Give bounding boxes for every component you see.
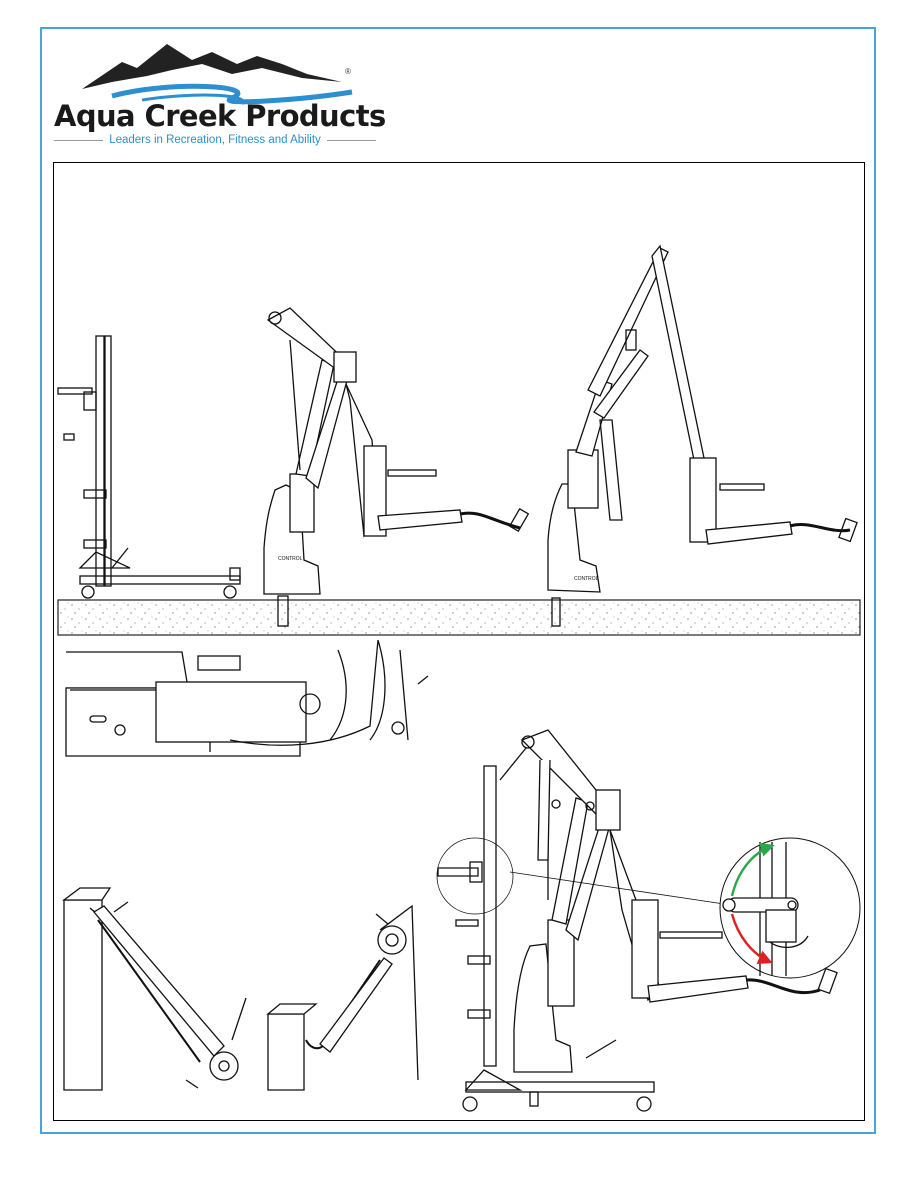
rotation-arrow-green-icon — [730, 842, 775, 897]
detail-base-insert — [65, 639, 429, 757]
registered-mark: ® — [345, 67, 351, 76]
pool-lift-on-caddy — [437, 729, 838, 1112]
mountain-logo-icon — [82, 44, 353, 106]
lift-caddy-1 — [57, 335, 241, 599]
zoom-source-circle — [436, 837, 514, 915]
detail-strap-anchor — [266, 904, 419, 1091]
pool-lift-3 — [547, 244, 858, 627]
brand-name: Aqua Creek Products — [54, 99, 386, 133]
control-plate-label-1: CONTROL — [278, 556, 303, 562]
tagline-text: Leaders in Recreation, Fitness and Abili… — [109, 134, 321, 146]
pool-lift-2 — [263, 307, 530, 627]
rotation-arrow-red-icon — [730, 913, 773, 964]
control-plate-label-2: CONTROL — [574, 576, 599, 582]
zoom-detail-hinge — [722, 842, 809, 976]
pool-deck — [57, 599, 861, 636]
diagram-frame — [53, 162, 865, 1121]
page-frame — [40, 27, 876, 1134]
tagline: Leaders in Recreation, Fitness and Abili… — [54, 134, 376, 146]
detail-strap-post — [62, 887, 247, 1091]
